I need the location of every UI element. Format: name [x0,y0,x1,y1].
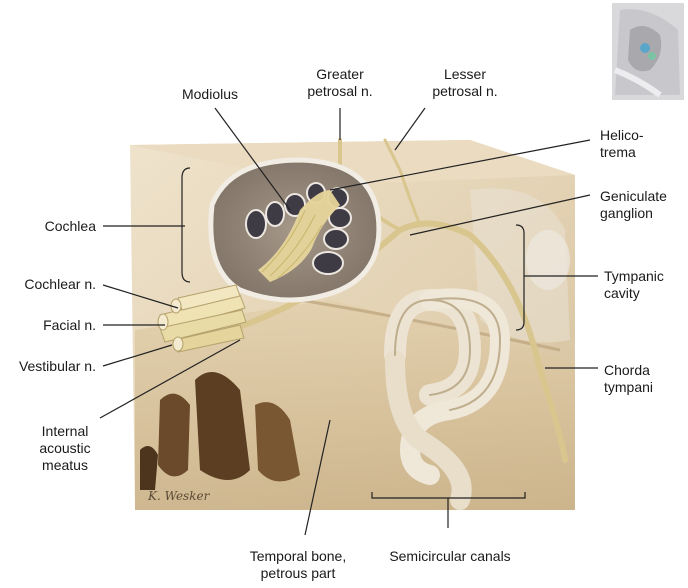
label-internal-acoustic-meatus: Internal acoustic meatus [39,423,91,473]
leader-lines [99,107,598,536]
label-tympanic-cavity: Tympanic cavity [604,268,664,301]
semicircular-canals-shape [384,288,511,510]
label-vestibular-n: Vestibular n. [18,358,96,374]
label-helicotrema: Helico- trema [600,127,644,160]
artist-signature: K. Wesker [147,489,211,503]
label-greater-petrosal-n: Greater petrosal n. [307,66,373,99]
label-semicircular-canals: Semicircular canals [389,548,511,564]
orientation-thumbnail [612,3,684,100]
label-facial-n: Facial n. [43,317,96,333]
label-cochlear-n: Cochlear n. [24,276,96,292]
label-temporal-bone-petrous-part: Temporal bone, petrous part [249,548,347,581]
label-cochlea: Cochlea [44,218,96,234]
label-lesser-petrosal-n: Lesser petrosal n. [432,66,498,99]
label-chorda-tympani: Chorda tympani [604,362,654,395]
cochlea-section [208,157,382,303]
label-geniculate-ganglion: Geniculate ganglion [600,188,667,221]
nerve-bundle [157,284,247,353]
label-modiolus: Modiolus [181,86,239,102]
